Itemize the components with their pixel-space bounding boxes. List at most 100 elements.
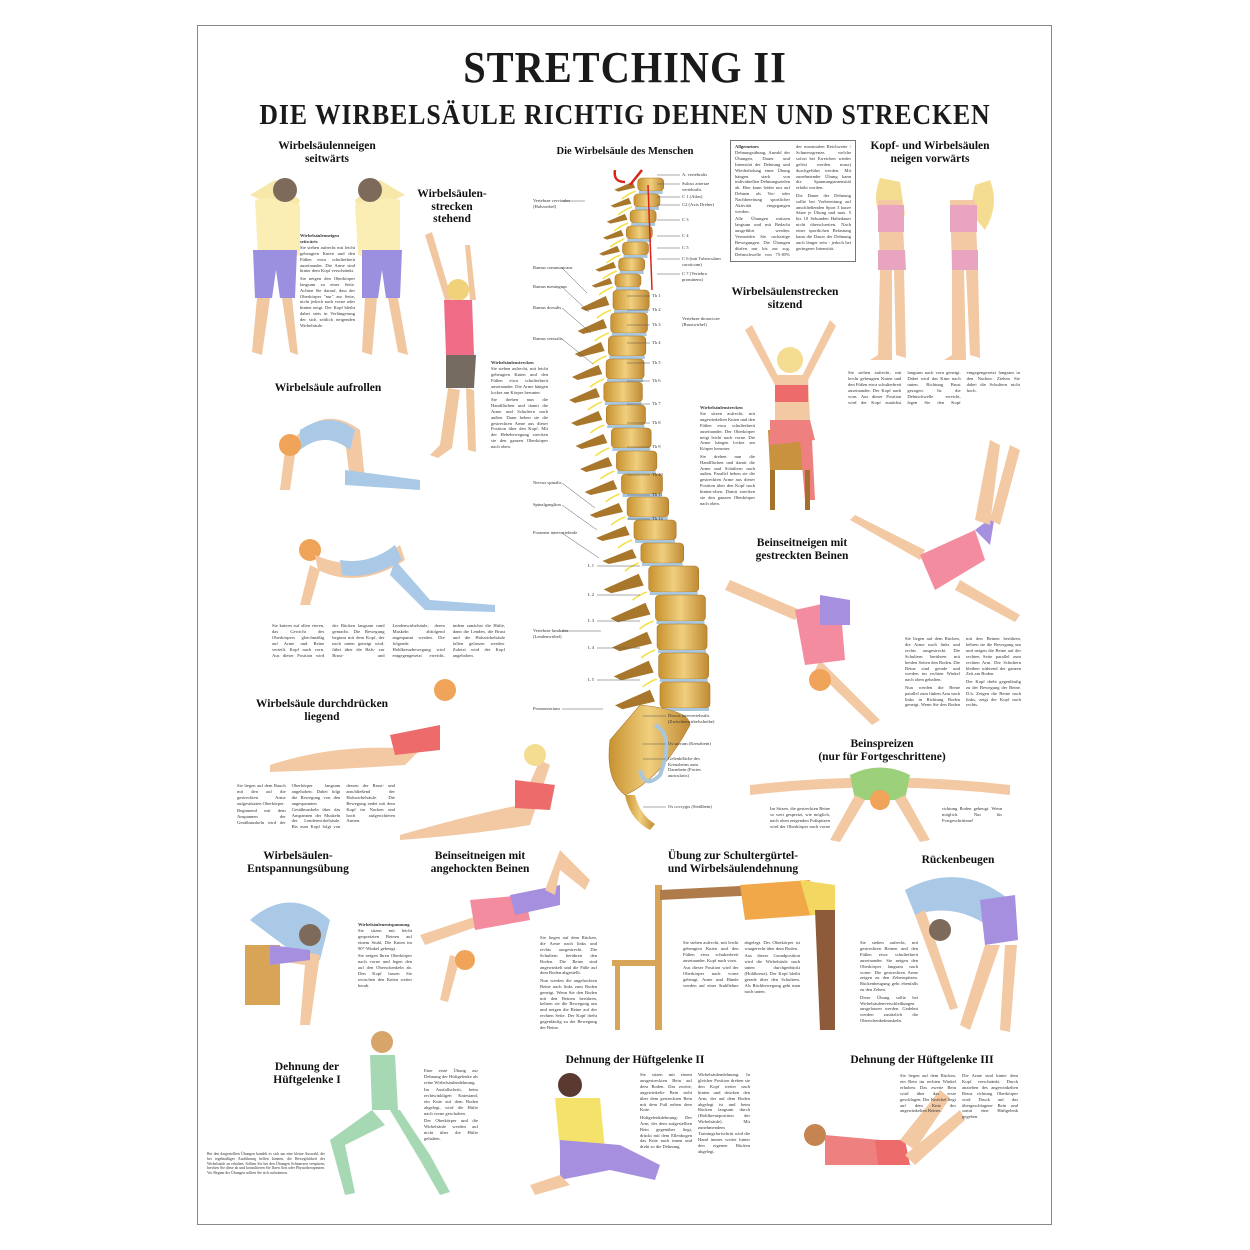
vertebra-process xyxy=(603,573,644,594)
intervertebral-disc xyxy=(609,356,645,359)
spine-label: C 5 xyxy=(682,245,689,250)
spine-label: L 1 xyxy=(588,563,595,568)
spinal-nerve xyxy=(640,649,656,659)
spinal-nerve xyxy=(589,378,605,388)
text-durchdruecken: Sie liegen auf dem Bauch mit den auf die… xyxy=(237,783,395,830)
vertebra-body xyxy=(658,652,709,680)
figure-head-forward xyxy=(870,178,906,360)
heading-text: Beinspreizen (nur für Fortgeschrittene) xyxy=(818,738,946,763)
spine-label: Th 12 xyxy=(652,516,663,521)
figure-cat-hollow xyxy=(299,539,495,612)
intervertebral-disc xyxy=(614,310,649,313)
spine-label: Ramus meningeus xyxy=(533,284,567,289)
spinal-nerve xyxy=(602,270,617,280)
footnote: Bei den dargestellten Übungen handelt es… xyxy=(207,1152,325,1176)
paragraph: Nun werden die angehockten Beine nach li… xyxy=(540,977,597,1031)
intervertebral-disc xyxy=(622,494,662,497)
vertebra-process xyxy=(569,388,600,403)
figure-knees-side xyxy=(420,850,590,1002)
intervertebral-disc xyxy=(631,223,656,226)
heading-text: Kopf- und Wirbelsäulen neigen vorwärts xyxy=(870,140,990,165)
spinal-nerve xyxy=(594,332,609,342)
heading-gestreckt: Beinseitneigen mit gestreckten Beinen xyxy=(756,537,849,562)
heading-spine: Die Wirbelsäule des Menschen xyxy=(556,146,694,157)
spinal-nerve xyxy=(598,286,614,296)
paragraph: Sie liegen auf dem Rücken, die Arme nach… xyxy=(905,636,960,683)
spinal-nerve xyxy=(613,222,629,232)
sacrum xyxy=(608,704,691,796)
paragraph: Sie stehen aufrecht, mit gestreckten Bei… xyxy=(860,940,918,993)
figure-side-bend-right xyxy=(355,178,408,355)
figure-straddle xyxy=(750,767,1010,842)
figure-seated-relax xyxy=(245,902,330,1025)
vertebra-process xyxy=(589,503,623,518)
spinal-nerve xyxy=(605,254,621,264)
spine-label: C 6 (mit Tuberculum caroticum) xyxy=(682,256,721,267)
intervertebral-disc xyxy=(638,191,663,194)
heading-hueft3: Dehnung der Hüftgelenke III xyxy=(850,1054,994,1066)
text-title: Wirbelsäulenstrecken xyxy=(700,405,743,410)
heading-text: Dehnung der Hüftgelenke I xyxy=(273,1061,341,1086)
spinal-nerve xyxy=(589,424,605,434)
spine-label: C 4 xyxy=(682,233,689,238)
paragraph: Sie sitzen mit leicht gespreizten Beinen… xyxy=(358,927,412,951)
poster-title: STRETCHING II xyxy=(463,43,787,92)
paragraph: Sie stehen aufrecht, mit leicht gebeugte… xyxy=(683,940,739,963)
heading-seitwaerts: Wirbelsäulenneigen seitwärts xyxy=(278,140,376,165)
vertebra-body xyxy=(612,289,650,311)
spine-label: Gelenkfläche des Kreuzbeins zum Darmbein… xyxy=(668,756,701,778)
text-hueft2: Sie sitzen mit einem ausgestreckten Bein… xyxy=(640,1072,750,1155)
intervertebral-disc xyxy=(659,679,708,682)
heading-kopf: Kopf- und Wirbelsäulen neigen vorwärts xyxy=(870,140,989,165)
paragraph: Dehnungsübung, Anzahl der Übungen, Dauer… xyxy=(735,149,790,214)
vertebra-process xyxy=(595,261,617,272)
paragraph: Alle Übungen müssen langsam und mit Beda… xyxy=(735,144,851,257)
paragraph: Sie neigen Ihren Oberkörper nach vorne u… xyxy=(358,953,412,988)
spine-label: A. vertebralis xyxy=(682,172,708,177)
figure-hip-lunge xyxy=(330,1031,450,1195)
spine-label: Ramus ventralis xyxy=(533,336,563,341)
intervertebral-disc xyxy=(661,708,709,711)
figure-legs-side xyxy=(725,580,880,725)
spine-label: Os sacrum (Kreuzbein) xyxy=(668,741,711,746)
intervertebral-disc xyxy=(628,517,668,520)
spine-label: Spinalganglion xyxy=(533,502,561,507)
intervertebral-disc xyxy=(611,333,647,336)
text-title: Allgemeines xyxy=(735,144,759,149)
vertebra-body xyxy=(614,273,642,288)
heading-text: Wirbelsäulen- strecken stehend xyxy=(417,188,487,225)
figure-cat-round xyxy=(279,418,420,490)
spinal-nerve xyxy=(594,447,610,457)
spinal-nerve xyxy=(609,238,625,248)
paragraph: Sie neigen den Oberkörper langsam zu ein… xyxy=(300,275,355,329)
vertebra-process xyxy=(571,411,603,426)
leader-line xyxy=(561,307,592,334)
heading-hueft2: Dehnung der Hüftgelenke II xyxy=(565,1054,705,1066)
figure-forward-bend xyxy=(905,877,1018,1032)
poster-frame xyxy=(197,25,1052,1225)
vertebra-process xyxy=(612,631,653,652)
intervertebral-disc xyxy=(612,448,651,451)
spine-label: Th 3 xyxy=(652,322,661,327)
vertebra-body xyxy=(603,381,643,403)
paragraph: Sie knieen auf allen vieren, das Gewicht… xyxy=(272,623,505,658)
vertebra-process xyxy=(602,549,637,564)
spine-label: L 4 xyxy=(588,645,595,650)
intervertebral-disc xyxy=(607,379,644,382)
vertebra-process xyxy=(574,342,605,357)
intervertebral-disc xyxy=(619,271,644,274)
vertebral-artery xyxy=(613,169,643,186)
spine-label: L 2 xyxy=(588,592,595,597)
paragraph: Eine erste Übung zur Dehnung der Hüftgel… xyxy=(424,1068,478,1085)
intervertebral-disc xyxy=(634,207,659,210)
heading-rueckenbeugen: Rückenbeugen xyxy=(921,854,995,866)
paragraph: Sie drehen nun die Handflächen und damit… xyxy=(491,396,548,450)
spine-label: Th 7 xyxy=(652,401,661,406)
spine-label: Th 8 xyxy=(652,420,661,425)
text-rueckenbeugen: Sie stehen aufrecht, mit gestreckten Bei… xyxy=(860,940,918,1026)
intervertebral-disc xyxy=(656,621,705,624)
heading-text: Wirbelsäulen- Entspannungsübung xyxy=(247,850,349,875)
vertebra-process xyxy=(584,480,618,495)
spinal-nerve xyxy=(621,190,637,200)
